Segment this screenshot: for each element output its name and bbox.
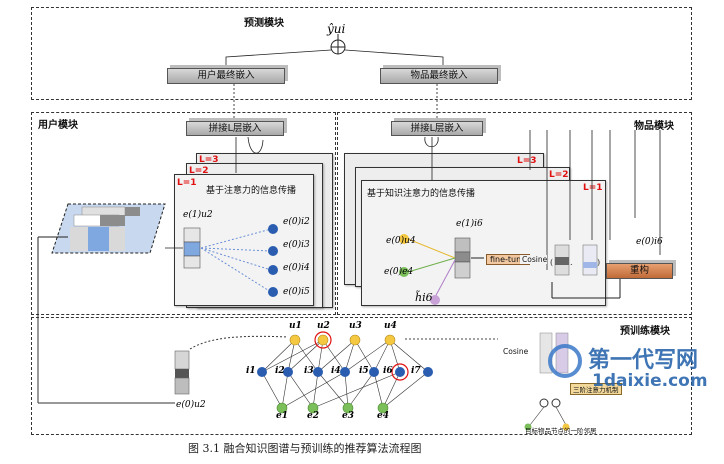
item-layer-label-3: L=3 (517, 156, 537, 166)
pretrain-item-label-5: i5 (359, 366, 369, 376)
watermark-brand: 第一代写网 (588, 348, 699, 373)
pretrain-module (31, 317, 692, 435)
user-final-embedding: 用户最终嵌入 (167, 68, 285, 84)
item-side-vector-label: e(0)i6 (636, 237, 663, 247)
item-reconstruct-box: 重构 (606, 263, 673, 279)
svg-text:.: . (570, 258, 573, 267)
pretrain-entity-label-1: e1 (276, 411, 288, 421)
prediction-module (31, 7, 692, 100)
pretrain-item-label-6: i6 (383, 366, 393, 376)
user-module (31, 112, 336, 315)
pretrain-user-label-3: u3 (349, 321, 362, 331)
user-module-title: 用户模块 (38, 120, 78, 131)
pretrain-item-label-3: i3 (304, 366, 314, 376)
item-module-title: 物品模块 (634, 121, 674, 132)
pretrain-user-vector-label: e(0)u2 (176, 400, 206, 410)
pretrain-entity-label-3: e3 (342, 411, 354, 421)
svg-text:(: ( (550, 258, 553, 267)
pretrain-item-label-4: i4 (331, 366, 341, 376)
watermark-logo-icon (548, 344, 582, 378)
user-concat-layers: 拼接L层嵌入 (186, 121, 284, 136)
pretrain-bottom-note: 目标物品节点的一阶邻居 (525, 427, 597, 435)
pretrain-user-label-4: u4 (384, 321, 397, 331)
prediction-module-title: 预测模块 (244, 18, 284, 29)
item-concat-layers: 拼接L层嵌入 (391, 121, 483, 136)
pretrain-item-label-7: i7 (411, 366, 421, 376)
item-module (337, 112, 692, 315)
prediction-output: ŷui (327, 22, 346, 36)
user-module-graphics (37, 136, 278, 315)
user-layer-label-2: L=2 (189, 166, 209, 176)
item-neighbor-label-2: e(0)e4 (384, 267, 414, 277)
pretrain-module-title: 预训练模块 (620, 326, 670, 337)
user-neighbor-label-3: e(0)i4 (283, 263, 310, 273)
item-module-graphics: . ) ( (399, 130, 661, 305)
figure-caption: 图 3.1 融合知识图谱与预训练的推荐算法流程图 (188, 442, 422, 455)
pretrain-cosine-label: Cosine (503, 347, 529, 356)
user-neighbor-label-1: e(0)i2 (283, 217, 310, 227)
svg-text:): ) (597, 258, 600, 267)
watermark-url: 1daixie.com (592, 371, 708, 391)
user-layer-label-3: L=3 (199, 155, 219, 165)
pretrain-entity-label-2: e2 (307, 411, 319, 421)
item-layer-label-2: L=2 (549, 170, 569, 180)
user-neighbor-label-2: e(0)i3 (283, 240, 310, 250)
pretrain-entity-label-4: e4 (377, 411, 389, 421)
user-layer-label-1: L=1 (177, 178, 197, 188)
pretrain-attention-box: 三阶注意力机制 (570, 383, 622, 395)
pretrain-user-label-1: u1 (289, 321, 302, 331)
item-cosine-label: Cosine (520, 255, 548, 264)
pretrain-item-label-2: i2 (275, 366, 285, 376)
user-propagation-label: 基于注意力的信息传播 (206, 186, 297, 196)
item-layer-label-1: L=1 (583, 183, 603, 193)
item-neighbor-label-1: e(0)u4 (386, 236, 416, 246)
pretrain-graph (37, 315, 570, 431)
user-neighbor-label-4: e(0)i5 (283, 287, 310, 297)
pretrain-item-label-1: i1 (246, 366, 256, 376)
user-center-vector-label: e(1)u2 (183, 210, 213, 220)
pretrain-user-label-2: u2 (317, 321, 330, 331)
item-propagation-label: 基于知识注意力的信息传播 (367, 189, 476, 199)
item-center-vector-label: e(1)i6 (456, 219, 483, 229)
item-htilde-label: h̃i6 (415, 291, 433, 304)
prediction-connectors (225, 34, 444, 118)
item-final-embedding: 物品最终嵌入 (380, 68, 498, 84)
